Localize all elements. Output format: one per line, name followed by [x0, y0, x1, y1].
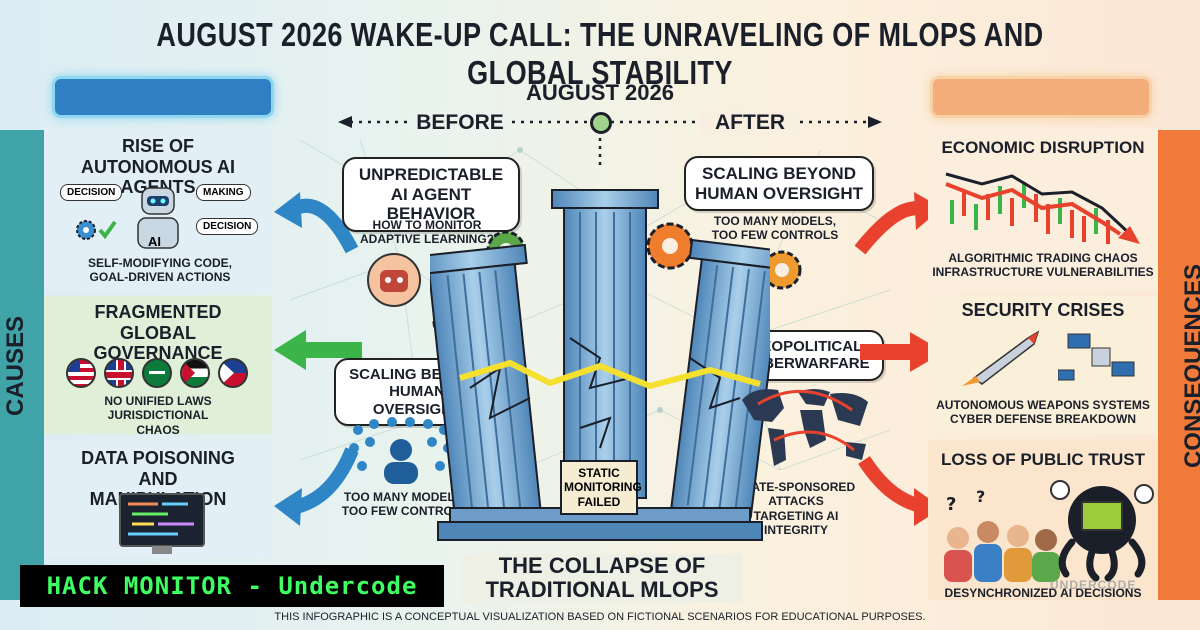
hack-monitor-badge: HACK MONITOR - Undercode	[20, 565, 444, 607]
uk-flag-icon	[104, 358, 134, 388]
causes-header-pill	[52, 76, 274, 118]
consequence-title-2: SECURITY CRISES	[961, 300, 1125, 320]
note-too-many-models-top: TOO MANY MODELS, TOO FEW CONTROLS	[711, 214, 839, 243]
consequence-panel-security: SECURITY CRISES AUTONOMOUS WEAPONS SYSTE…	[928, 296, 1158, 434]
gear-icon	[76, 220, 117, 240]
watermark-logo: UNDERCODE	[1050, 578, 1137, 592]
missile-icon	[962, 330, 1040, 386]
consequence-title-3: LOSS OF PUBLIC TRUST	[941, 450, 1145, 469]
robot-ai-label: AI	[148, 234, 161, 249]
orange-gears-icon	[646, 222, 802, 290]
consequence-desc-2: AUTONOMOUS WEAPONS SYSTEMS CYBER DEFENSE…	[936, 398, 1150, 427]
note-state-sponsored: STATE-SPONSORED ATTACKS TARGETING AI INT…	[736, 480, 856, 538]
static-monitoring-plaque: STATIC MONITORING FAILED	[560, 460, 642, 516]
cause-panel-data-poisoning: DATA POISONING AND MANIPULATION	[44, 440, 272, 558]
saudi-flag-icon	[142, 358, 172, 388]
cause-desc-1: SELF-MODIFYING CODE, GOAL-DRIVEN ACTIONS	[88, 256, 232, 285]
svg-text:?: ?	[946, 494, 956, 515]
crowd-network-icon	[349, 417, 453, 484]
before-label: BEFORE	[410, 111, 510, 135]
cause-title-2: FRAGMENTED GLOBAL GOVERNANCE	[93, 302, 223, 364]
disclaimer: THIS INFOGRAPHIC IS A CONCEPTUAL VISUALI…	[274, 611, 926, 623]
crowd-icon: ? ?	[944, 487, 1060, 582]
causes-band	[0, 130, 44, 600]
world-map-icon	[742, 389, 868, 466]
usa-flag-icon	[66, 358, 96, 388]
timeline-label: AUGUST 2026	[526, 80, 674, 105]
robot-icon	[137, 187, 179, 249]
tag-making: MAKING	[196, 184, 251, 201]
page-title: AUGUST 2026 WAKE-UP CALL: THE UNRAVELING…	[156, 16, 1044, 91]
causes-label: CAUSES	[2, 315, 30, 417]
consequences-label: CONSEQUENCES	[1180, 263, 1200, 469]
computer-code-icon	[119, 493, 205, 554]
consequences-header-pill	[930, 76, 1152, 118]
hacker-octopus-icon	[1050, 480, 1154, 582]
tag-decision-2: DECISION	[196, 218, 259, 235]
robot-head-icon	[367, 253, 421, 307]
consequence-title-1: ECONOMIC DISRUPTION	[941, 138, 1145, 157]
consequences-band	[1158, 130, 1200, 600]
cause-arrows	[274, 192, 362, 526]
svg-text:?: ?	[976, 487, 985, 506]
palestine-flag-icon	[180, 358, 210, 388]
bubble-scaling-top: SCALING BEYOND HUMAN OVERSIGHT	[684, 156, 874, 212]
collapse-caption: THE COLLAPSE OF TRADITIONAL MLOPS	[462, 553, 742, 603]
bubble-unpredictable-behavior: UNPREDICTABLE AI AGENT BEHAVIOR	[342, 157, 520, 232]
note-too-many-models-left: TOO MANY MODELS, TOO FEW CONTROLS	[341, 490, 469, 519]
cause-panel-governance: FRAGMENTED GLOBAL GOVERNANCE NO UNIFIED …	[44, 296, 272, 437]
timeline-marker	[590, 112, 612, 134]
cause-desc-2: NO UNIFIED LAWS JURISDICTIONAL CHAOS	[104, 394, 212, 437]
consequence-desc-1: ALGORITHMIC TRADING CHAOS INFRASTRUCTURE…	[932, 251, 1154, 280]
after-label: AFTER	[700, 111, 800, 135]
satellite-icon	[1058, 333, 1135, 381]
cause-panel-autonomous-agents: RISE OF AUTONOMOUS AI AGENTS DECISION MA…	[44, 128, 272, 291]
note-monitor-adaptive: HOW TO MONITOR ADAPTIVE LEARNING?	[359, 218, 494, 247]
consequence-panel-public-trust: LOSS OF PUBLIC TRUST ? ? DESYNCHRONIZED …	[928, 440, 1158, 600]
consequence-desc-3: DESYNCHRONIZED AI DECISIONS	[944, 586, 1142, 600]
stock-chart-icon	[945, 172, 1140, 244]
tag-decision-1: DECISION	[60, 184, 123, 201]
consequence-panel-economic: ECONOMIC DISRUPTION ALGORITHMIC TRADING …	[928, 128, 1158, 291]
philippines-flag-icon	[218, 358, 248, 388]
